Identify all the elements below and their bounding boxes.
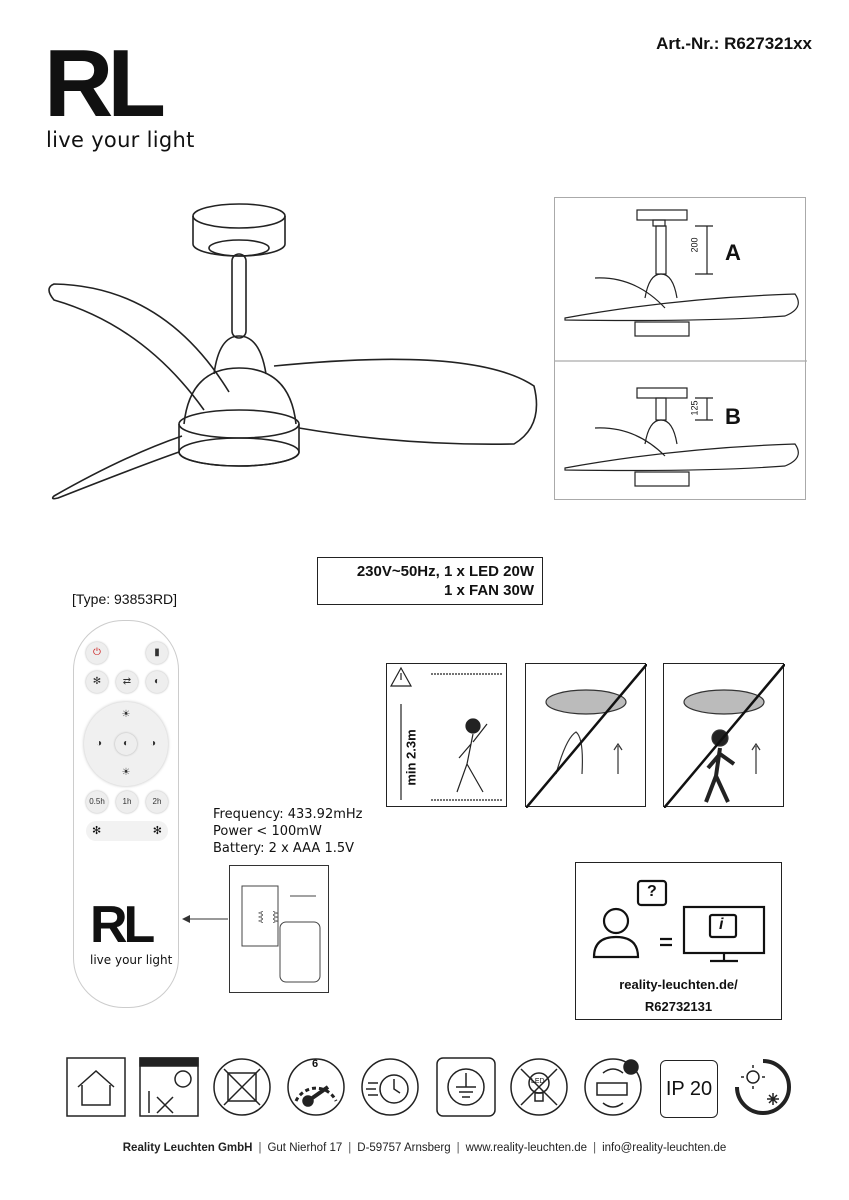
center-icon: ◐ [115,733,137,755]
company-city: D-59757 Arnsberg [357,1142,451,1154]
control-ring: ☀ ◑ ◐ ◑ ☀ [84,702,168,786]
remote-control: ⏻ ▮ ✻ ⇄ ◐ ☀ ◑ ◐ ◑ ☀ 0.5h 1h 2h ✻✻ RL liv… [73,620,179,1008]
info-url-line-2: R62732131 [644,999,713,1014]
timer-30min-button: 0.5h [86,791,108,813]
battery-cell-1: AAA [259,910,266,924]
cooler-icon: ◑ [88,733,110,755]
protection-class-icon [436,1057,496,1117]
footer-separator: | [258,1142,262,1154]
footer-separator: | [348,1142,352,1154]
company-address: Gut Nierhof 17 [267,1142,343,1154]
indoor-use-icon [66,1057,126,1117]
fan-speed-slider: ✻✻ [86,821,168,841]
led-not-replaceable-icon [510,1058,568,1116]
frequency-text: Frequency: 433.92mHz [213,807,363,822]
timer-1h-button: 1h [116,791,138,813]
no-touch-warning [525,663,647,808]
power-icon: ⏻ [86,642,108,664]
dimension-b-label: B [725,404,741,429]
power-text: Power < 100mW [213,824,322,839]
fan-speeds-icon [287,1058,345,1116]
remote-specs: Frequency: 433.92mHz Power < 100mW Batte… [213,806,362,857]
article-number: Art.-Nr.: R627321xx [656,34,812,53]
no-person-warning [663,663,785,808]
dimension-b-value: 125 [689,400,700,416]
brightness-down-icon: ☀ [115,762,137,784]
brand-tagline: live your light [46,128,195,152]
timer-2h-button: 2h [146,791,168,813]
ip-rating: IP 20 [660,1060,718,1118]
min-height-warning: min 2.3m [386,663,507,807]
footer: Reality Leuchten GmbH | Gut Nierhof 17 | D-5… [0,1142,849,1154]
fan-fast-icon: ✻ [152,825,162,837]
dimension-a-value: 200 [689,237,700,253]
ceiling-fan-illustration [48,203,538,500]
hand-warning-drawing [526,664,647,808]
battery-cell-2: AAA [271,910,278,924]
dimension-diagram: 200 A 125 B [554,197,807,500]
brightness-up-icon: ☀ [115,704,137,726]
mounting-variants-drawing [555,209,807,487]
fan-speed-count: 6 [312,1058,319,1070]
person-warning-drawing [664,664,785,808]
spec-line-2: 1 x FAN 30W [443,582,534,599]
spec-line-1: 230V~50Hz, 1 x LED 20W [356,563,534,580]
arrow-icon [182,915,228,923]
info-icon: i [719,916,724,933]
company-website[interactable]: www.reality-leuchten.de [465,1142,588,1154]
dimension-a-label: A [725,240,741,265]
remote-logo: RL [90,896,155,954]
remote-tagline: live your light [90,953,173,967]
info-box: ? i reality-leuchten.de/ R62732131 [575,862,782,1020]
min-height-text: min 2.3m [403,729,419,786]
reverse-icon: ⇄ [116,671,138,693]
company-name: Reality Leuchten GmbH [122,1142,253,1154]
question-mark-icon: ? [647,883,657,900]
timer-icon [361,1058,419,1116]
footer-separator: | [456,1142,460,1154]
fan-icon: ✻ [86,671,108,693]
ceiling-mount-icon [139,1057,199,1117]
battery-compartment: AAA AAA [229,865,329,993]
light-icon: ▮ [146,642,168,664]
fan-slow-icon: ✻ [92,825,102,837]
info-url-line-1[interactable]: reality-leuchten.de/ [619,977,738,992]
type-label: [Type: 93853RD] [72,591,178,607]
warmer-icon: ◑ [142,733,164,755]
led-label: LED [531,1078,545,1085]
footer-separator: | [593,1142,597,1154]
company-email[interactable]: info@reality-leuchten.de [602,1142,727,1154]
battery-drawing [241,885,321,983]
electrical-specs: 230V~50Hz, 1 x LED 20W 1 x FAN 30W [317,557,543,605]
brand-logo: RL [44,30,166,137]
info-drawing [592,879,766,963]
no-dimmer-icon [213,1058,271,1116]
height-warning-drawing [389,666,503,801]
color-temp-icon: ◐ [146,671,168,693]
driver-replaceable-icon [584,1058,642,1116]
battery-text: Battery: 2 x AAA 1.5V [213,841,355,856]
summer-winter-mode-icon [735,1059,791,1115]
